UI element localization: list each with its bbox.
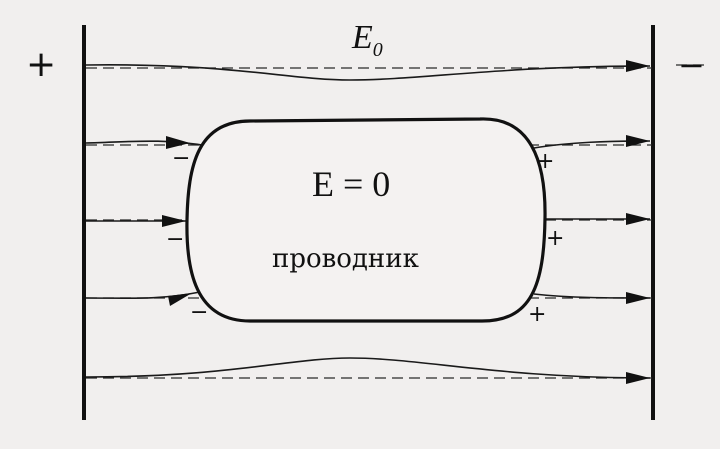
conductor-label: проводник [272,244,419,274]
induced-charge-left-1: − [172,146,190,171]
field-line-1 [85,64,651,81]
field-label-e0: E0 [351,19,383,61]
arrow-line-3 [626,213,650,225]
induced-charge-left-3: − [190,300,208,325]
arrow-line-1 [626,60,650,72]
induced-charge-right-1: + [536,149,554,174]
arrow-line-2-left [166,136,190,149]
field-line-2-left [85,140,209,147]
induced-charge-right-2: + [546,226,564,251]
left-plate-plus-sign: + [26,44,56,85]
field-line-5 [85,357,651,379]
field-arrows [162,60,650,384]
arrow-line-4-left [168,293,192,306]
right-plate-minus-sign: − [678,46,705,84]
arrow-line-4 [626,292,650,304]
inside-field-label: E = 0 [312,164,390,204]
arrow-line-3-left [162,215,186,227]
induced-charge-left-2: − [166,227,184,252]
arrow-line-2 [626,135,650,147]
induced-charge-right-3: + [528,302,546,327]
arrow-line-5 [626,372,650,384]
conductor-body [185,117,547,323]
